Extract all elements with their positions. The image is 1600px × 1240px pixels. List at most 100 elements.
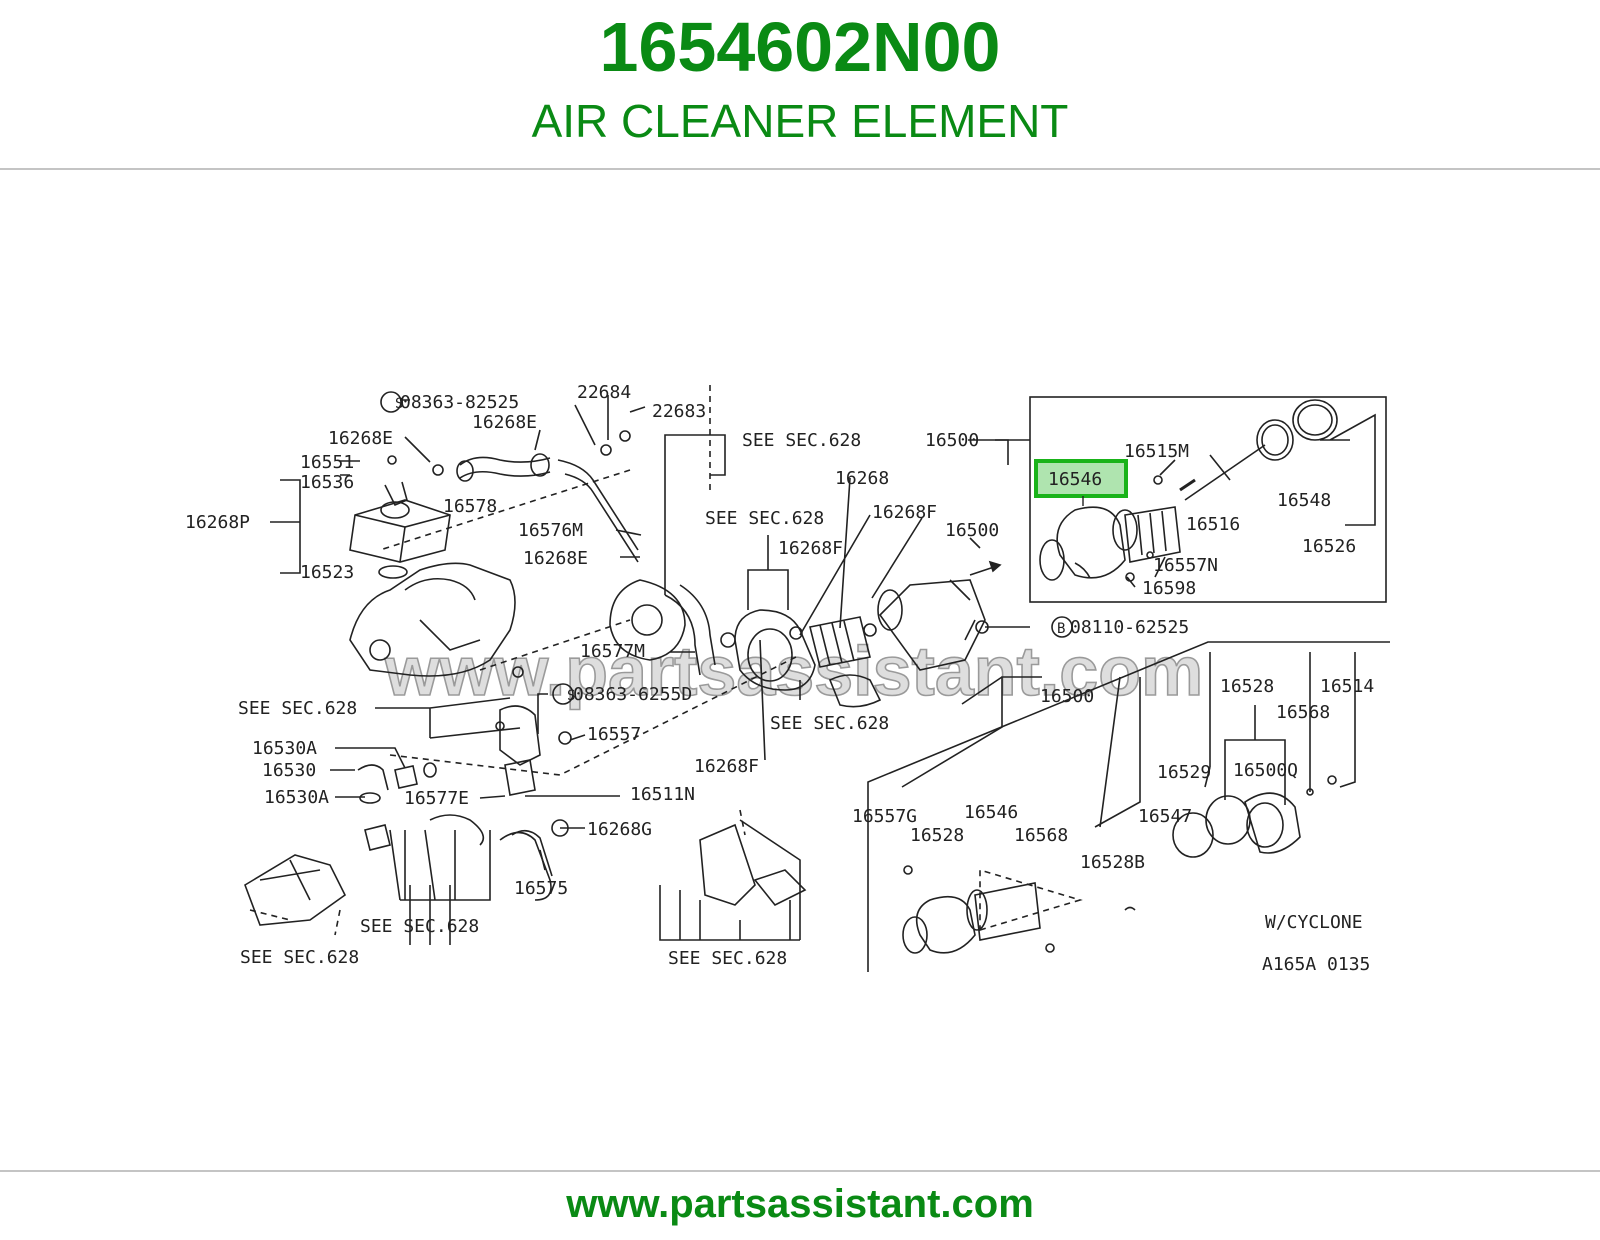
inset-element-face — [1112, 509, 1138, 551]
label-16268P: 16268P — [185, 512, 250, 533]
label-16500Q: 16500Q — [1233, 760, 1298, 781]
grommet — [378, 565, 408, 579]
label-16568: 16568 — [1014, 825, 1068, 846]
hose-end — [456, 460, 474, 482]
label-16268F: 16268F — [694, 756, 759, 777]
bracket — [364, 824, 391, 851]
housing-inlet — [877, 589, 903, 631]
label-16568: 16568 — [1276, 702, 1330, 723]
leader-lines — [539, 827, 585, 871]
label-22683: 22683 — [652, 401, 706, 422]
guide-line — [249, 909, 341, 936]
cyclone-clip — [1124, 906, 1136, 911]
watermark: www.partsassistant.com — [384, 632, 1203, 710]
bellows-ribs — [819, 620, 855, 666]
inset-gasket-inner — [1261, 424, 1289, 456]
engine-detail — [369, 639, 391, 661]
svg-text:S: S — [395, 396, 403, 412]
inset-gasket — [1256, 419, 1294, 461]
cyclone-gasket-16547 — [1172, 812, 1214, 858]
cyclone-clip — [1327, 775, 1337, 785]
inset-cover-inner — [1297, 404, 1333, 436]
inset-frame-cyclone — [867, 641, 1398, 972]
bolt — [619, 430, 631, 442]
exploded-view-svg: www.partsassistant.com — [185, 382, 1398, 975]
label-16500: 16500 — [925, 430, 979, 451]
guide-line — [379, 469, 631, 551]
label-16268F: 16268F — [872, 502, 937, 523]
leader-lines — [340, 395, 646, 476]
cyclone-element — [974, 882, 1041, 941]
label-16547: 16547 — [1138, 806, 1192, 827]
leader-bracket — [747, 535, 789, 610]
clip — [423, 762, 437, 778]
leader-lines — [330, 734, 620, 799]
inset-leaders — [1094, 676, 1141, 828]
label-16557: 16557 — [587, 724, 641, 745]
b-symbol — [1051, 616, 1073, 638]
cyclone-inlet — [902, 916, 928, 954]
mounting-bracket — [699, 823, 756, 906]
leader-lines — [759, 639, 766, 761]
bolt — [512, 666, 524, 678]
inset-cover — [1292, 399, 1338, 441]
label-see-sec-628: SEE SEC.628 — [238, 698, 357, 719]
label-16577E: 16577E — [404, 788, 469, 809]
clip — [387, 455, 397, 465]
cyclone-ring-16529 — [1205, 795, 1251, 845]
breather-tube — [557, 459, 639, 551]
duct-port — [631, 604, 663, 636]
label-16546: 16546 — [964, 802, 1018, 823]
label-08110-62525: 08110-62525 — [1070, 617, 1189, 638]
hose-bend — [828, 674, 882, 708]
highlight-box-16546[interactable] — [1034, 459, 1128, 498]
resonator-edge — [399, 526, 406, 563]
label-16500: 16500 — [945, 520, 999, 541]
clamp — [863, 623, 877, 637]
intake-manifold — [244, 854, 347, 926]
inset-leaders — [1209, 652, 1356, 805]
housing-detail — [949, 579, 976, 641]
inset-leaders — [901, 676, 1042, 788]
label-16523: 16523 — [300, 562, 354, 583]
svg-text:B: B — [1057, 621, 1065, 637]
label-16500: 16500 — [1040, 686, 1094, 707]
label-see-sec-628: SEE SEC.628 — [770, 713, 889, 734]
resonator-box — [349, 499, 451, 563]
cyclone-cover-16500Q — [1244, 792, 1301, 854]
engine-block — [349, 562, 516, 677]
label-16528: 16528 — [910, 825, 964, 846]
svg-text:S: S — [567, 688, 575, 704]
adapter-port — [747, 628, 793, 682]
elbow-pipe — [499, 705, 541, 766]
label-see-sec-628: SEE SEC.628 — [668, 948, 787, 969]
hose — [429, 814, 485, 846]
duct-elbow — [609, 579, 686, 661]
label-16268E: 16268E — [523, 548, 588, 569]
hose-16530 — [357, 764, 389, 791]
inset-housing — [1056, 506, 1126, 579]
label-16576M: 16576M — [518, 520, 583, 541]
label-16268E: 16268E — [328, 428, 393, 449]
arrow-head — [988, 560, 1002, 573]
inset-housing-inlet — [1039, 539, 1065, 581]
footer-url[interactable]: www.partsassistant.com — [566, 1182, 1034, 1226]
clip — [432, 464, 444, 476]
leader-bracket — [664, 434, 726, 595]
leader-lines — [670, 626, 1030, 653]
label-16514: 16514 — [1320, 676, 1374, 697]
bracket-plate — [753, 869, 807, 907]
resonator-elbow — [384, 481, 408, 507]
footer-divider — [0, 1170, 1600, 1172]
guide-line — [389, 654, 801, 776]
cyclone-clip — [1306, 788, 1314, 796]
cyclone-bolt — [903, 865, 913, 875]
inset-leaders — [1126, 556, 1166, 588]
air-cleaner-housing — [878, 579, 986, 671]
leader-lines — [409, 885, 451, 945]
label-16530: 16530 — [262, 760, 316, 781]
label-16268E: 16268E — [472, 412, 537, 433]
label-16526: 16526 — [1302, 536, 1356, 557]
leader-bracket — [659, 819, 801, 941]
label-16528: 16528 — [1220, 676, 1274, 697]
